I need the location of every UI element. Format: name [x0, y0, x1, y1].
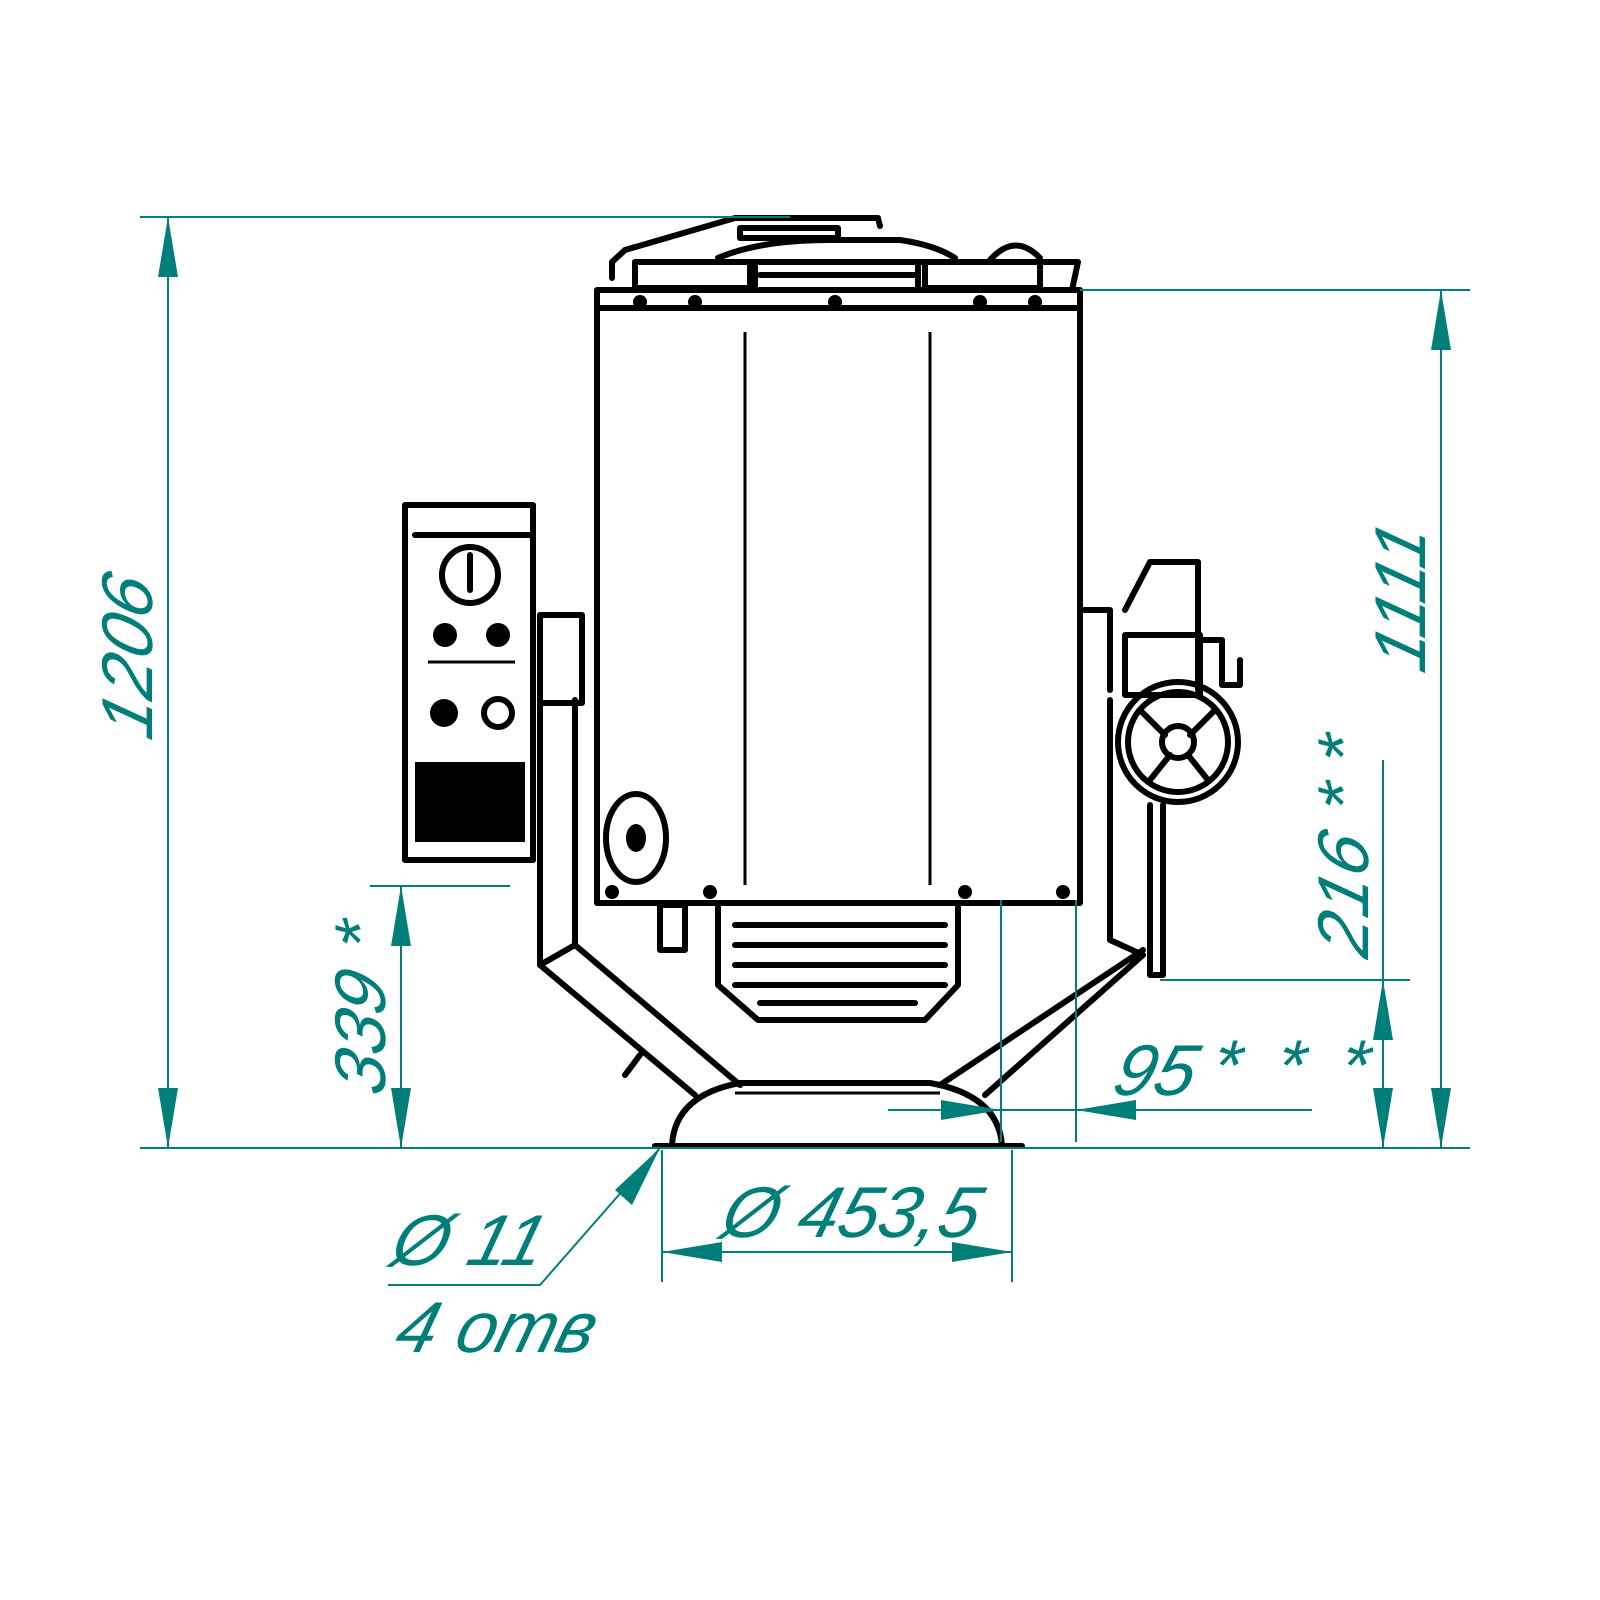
dimensions: 1206 1111 339 * 216 * * — [87, 216, 1470, 1368]
control-box — [402, 502, 585, 863]
base — [622, 1052, 1025, 1149]
dimension-base-diameter: Ø 453,5 — [661, 1150, 1013, 1282]
dimension-label-1206: 1206 — [87, 564, 168, 746]
dimension-label-hole-count: 4 отв — [388, 1287, 607, 1368]
dimension-body-height: 1111 — [1360, 290, 1451, 1148]
dimension-left-height: 339 * — [320, 886, 411, 1148]
dimension-label-339: 339 * — [320, 910, 401, 1102]
dimension-label-1111: 1111 — [1360, 514, 1441, 680]
lid — [609, 215, 1081, 293]
machine-outline — [402, 215, 1243, 1149]
dimension-label-216: 216 * * — [1303, 724, 1384, 965]
vent-grille — [715, 902, 961, 1023]
dimension-offset: 95 * * * — [888, 900, 1386, 1142]
hopper-frame — [537, 607, 1146, 1098]
dimension-right-height: 216 * * — [1303, 724, 1393, 1148]
main-body — [594, 305, 1083, 906]
handwheel — [1115, 559, 1243, 978]
dimension-overall-height: 1206 — [87, 217, 178, 1148]
dimension-hole-leader: Ø 11 4 отв — [382, 1147, 661, 1368]
dimension-label-453: Ø 453,5 — [712, 1172, 992, 1253]
dimension-label-hole-diameter: Ø 11 — [382, 1200, 556, 1281]
dimension-label-95: 95 — [1106, 1030, 1208, 1111]
sight-glass — [603, 791, 669, 885]
dimension-note-95: * * * — [1201, 1025, 1387, 1106]
